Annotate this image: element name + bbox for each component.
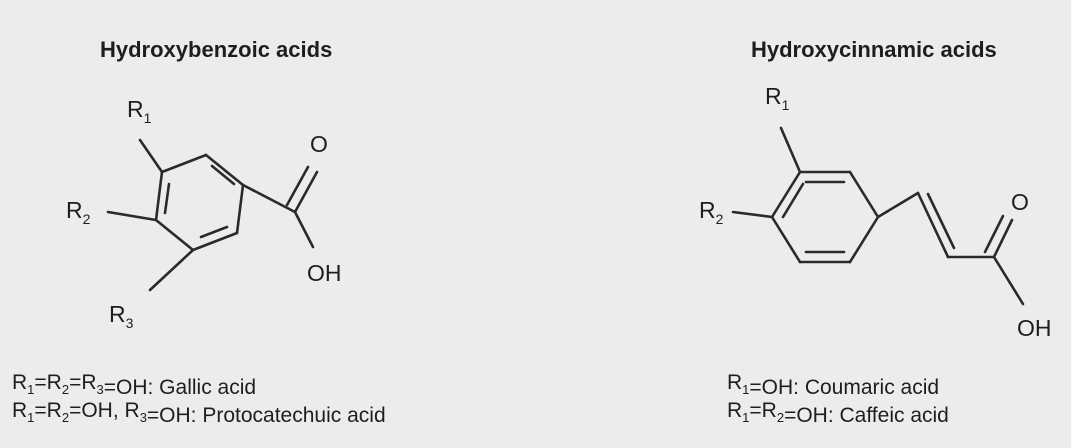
hydroxyl-label: OH: [1017, 315, 1052, 341]
ring-double-bond: [163, 182, 171, 215]
legend-text-part: =OH: Protocatechuic acid: [147, 404, 386, 427]
r2-label: R2: [699, 197, 724, 227]
legend-text-part: =OH, R: [69, 399, 140, 422]
ring-bond: [848, 170, 880, 219]
legend-text-part: =R: [69, 371, 96, 394]
r1-bond: [138, 138, 164, 174]
carbonyl-bond: [285, 165, 310, 207]
hydroxybenzoic-structure: [106, 138, 319, 292]
side-chain-bond: [876, 191, 920, 219]
legend-subscript: 1: [27, 382, 34, 397]
alkene-bond: [916, 191, 950, 259]
r2-label: R2: [66, 197, 91, 227]
legend-text-part: =OH: Caffeic acid: [784, 404, 949, 427]
hydroxycinnamic-title: Hydroxycinnamic acids: [751, 37, 997, 62]
hydroxycinnamic-panel: Hydroxycinnamic acids R1 R: [699, 37, 1052, 427]
carbonyl-bond: [992, 218, 1014, 259]
legend-text-part: =R: [749, 399, 776, 422]
ring-bond: [770, 170, 802, 219]
legend-text-part: =R: [34, 371, 61, 394]
hydroxycinnamic-structure: [731, 126, 1025, 306]
legend-subscript: 2: [62, 410, 69, 425]
hydroxycinnamic-legend-line-1: R1=OH: Coumaric acid: [727, 371, 939, 399]
hydroxybenzoic-panel: Hydroxybenzoic acids R1 R2 R3 O OH: [12, 37, 386, 427]
carbonyl-oxygen-label: O: [1011, 189, 1029, 215]
legend-subscript: 2: [62, 382, 69, 397]
carbonyl-bond: [293, 170, 319, 214]
r3-label: R3: [109, 301, 134, 331]
legend-subscript: 1: [742, 410, 749, 425]
legend-subscript: 1: [27, 410, 34, 425]
legend-text-part: R: [12, 399, 27, 422]
ring-bond: [235, 183, 245, 235]
legend-subscript: 3: [140, 410, 147, 425]
hydroxyl-bond: [293, 210, 315, 249]
ring-bond: [204, 153, 245, 187]
ring-bond: [154, 170, 164, 222]
legend-subscript: 1: [742, 382, 749, 397]
hydroxybenzoic-title: Hydroxybenzoic acids: [100, 37, 332, 62]
hydroxycinnamic-legend-line-2: R1=R2=OH: Caffeic acid: [727, 399, 949, 427]
carbonyl-bond: [983, 214, 1005, 254]
hydroxyl-label: OH: [307, 260, 342, 286]
r1-bond: [779, 126, 802, 174]
ring-bond: [160, 153, 208, 174]
hydroxybenzoic-legend-line-1: R1=R2=R3=OH: Gallic acid: [12, 371, 256, 399]
legend-text-part: =R: [34, 399, 61, 422]
alkene-double-bond: [926, 192, 956, 250]
legend-text-part: R: [12, 371, 27, 394]
ring-double-bond: [199, 225, 229, 239]
ring-double-bond: [210, 164, 236, 186]
legend-subscript: 2: [777, 410, 784, 425]
ring-bond: [191, 231, 239, 252]
r1-label: R1: [127, 96, 152, 126]
ring-bond: [154, 218, 195, 252]
r3-bond: [148, 248, 195, 292]
hydroxybenzoic-legend-line-2: R1=R2=OH, R3=OH: Protocatechuic acid: [12, 399, 386, 427]
legend-subscript: 3: [97, 382, 104, 397]
r2-bond: [106, 210, 158, 222]
carbonyl-oxygen-label: O: [310, 131, 328, 157]
r1-label: R1: [765, 83, 790, 113]
legend-text-part: =OH: Gallic acid: [104, 376, 256, 399]
ring-bond: [770, 215, 802, 264]
ring-double-bond: [781, 182, 805, 219]
legend-text-part: R: [727, 371, 742, 394]
legend-text-part: =OH: Coumaric acid: [749, 376, 939, 399]
r2-bond: [731, 210, 774, 219]
legend-text-part: R: [727, 399, 742, 422]
hydroxyl-bond: [992, 255, 1025, 306]
ring-bond: [848, 215, 880, 264]
carboxyl-bond: [241, 183, 297, 214]
